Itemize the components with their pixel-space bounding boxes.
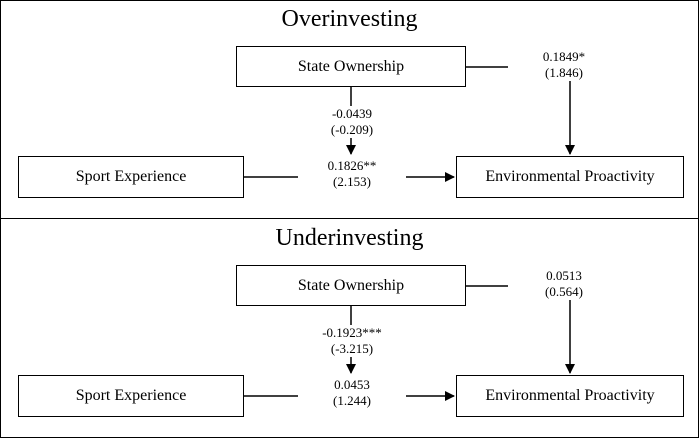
tstat-sport-to-env: (2.153) [333, 174, 371, 189]
coef-state-to-mediated: -0.1923*** [322, 325, 382, 340]
node-environmental-proactivity: Environmental Proactivity [456, 156, 684, 198]
node-environmental-proactivity: Environmental Proactivity [456, 375, 684, 417]
node-sport-experience: Sport Experience [18, 156, 244, 198]
tstat-sport-to-env: (1.244) [333, 393, 371, 408]
node-state-ownership: State Ownership [236, 46, 466, 87]
label-state-to-env: 0.1849* (1.846) [508, 49, 620, 81]
tstat-state-to-env: (0.564) [545, 284, 583, 299]
label-state-to-mediated: -0.1923*** (-3.215) [298, 325, 406, 357]
tstat-state-to-mediated: (-3.215) [330, 341, 374, 356]
label-state-to-mediated: -0.0439 (-0.209) [298, 106, 406, 138]
tstat-state-to-env: (1.846) [545, 65, 583, 80]
panel-underinvesting: Underinvesting State Ownership Sport Exp… [0, 219, 699, 438]
coef-sport-to-env: 0.1826** [327, 158, 377, 173]
coef-sport-to-env: 0.0453 [334, 377, 370, 392]
coef-state-to-mediated: -0.0439 [331, 106, 373, 121]
panel-title: Overinvesting [281, 6, 418, 32]
tstat-state-to-mediated: (-0.209) [330, 122, 374, 137]
label-sport-to-env: 0.0453 (1.244) [298, 377, 406, 409]
coef-state-to-env: 0.1849* [542, 49, 586, 64]
node-state-ownership: State Ownership [236, 265, 466, 306]
label-state-to-env: 0.0513 (0.564) [508, 268, 620, 300]
label-sport-to-env: 0.1826** (2.153) [298, 158, 406, 190]
node-sport-experience: Sport Experience [18, 375, 244, 417]
coef-state-to-env: 0.0513 [546, 268, 582, 283]
panel-divider [0, 218, 699, 219]
panel-title: Underinvesting [275, 225, 424, 251]
panel-overinvesting: Overinvesting State Ownership Sport Expe… [18, 6, 684, 198]
